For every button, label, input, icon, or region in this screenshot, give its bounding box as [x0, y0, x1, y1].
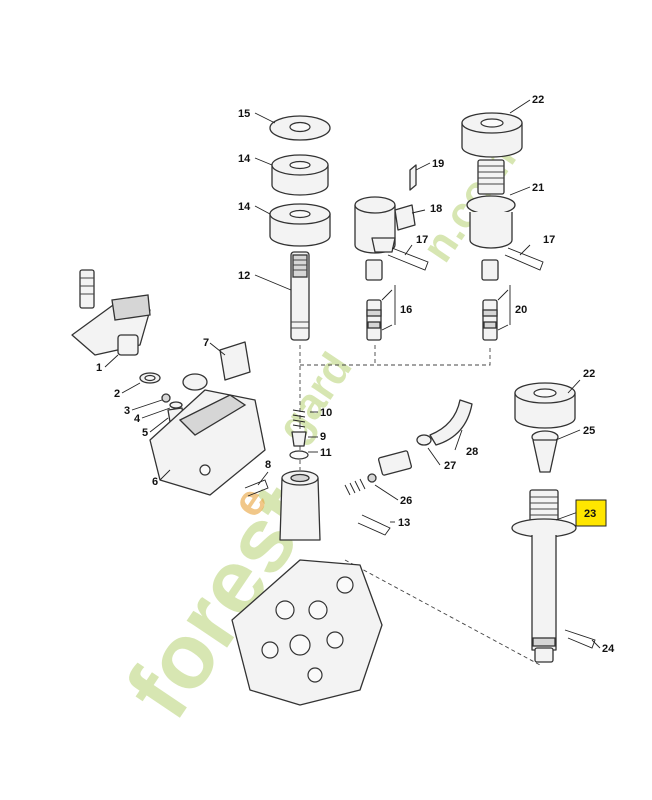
callout-9: 9: [320, 431, 326, 443]
callout-26: 26: [400, 495, 412, 507]
part-24-clip: [564, 629, 596, 649]
callout-5: 5: [142, 427, 148, 439]
callout-18: 18: [430, 203, 442, 215]
callout-20: 20: [515, 304, 527, 316]
part-17-clip-left: [387, 247, 429, 271]
callout-15: 15: [238, 108, 250, 120]
part-19-clip: [409, 164, 417, 191]
callout-2: 2: [114, 388, 120, 400]
callout-12: 12: [238, 270, 250, 282]
callout-8: 8: [265, 459, 271, 471]
part-14-seal-upper: [271, 154, 329, 196]
part-28-hose: [429, 399, 473, 446]
callout-17-left: 17: [416, 234, 428, 246]
part-26-check-valve: [344, 450, 413, 496]
part-13-clip: [357, 514, 391, 536]
callout-14-upper: 14: [238, 153, 251, 165]
callout-4: 4: [134, 413, 141, 425]
leader-lines: [104, 99, 601, 649]
part-7-clip: [219, 341, 251, 381]
part-20-valve: [481, 259, 499, 341]
callout-11: 11: [320, 447, 332, 459]
part-11-oring: [289, 450, 309, 460]
part-9-valve: [291, 431, 307, 447]
part-4-ring: [169, 401, 183, 409]
callout-19: 19: [432, 158, 444, 170]
part-22-cap-bottom: [514, 382, 576, 429]
callout-7: 7: [203, 337, 209, 349]
part-6-flange: [149, 373, 266, 496]
part-10-spring: [292, 409, 306, 428]
part-17-clip-right: [504, 247, 544, 271]
callout-27: 27: [444, 460, 456, 472]
part-12-piston: [290, 251, 310, 341]
watermark-text-2: gard: [268, 344, 362, 450]
highlight-box-23: [575, 499, 607, 527]
assembly-lines: [299, 345, 541, 666]
part-27-clamp: [416, 434, 432, 446]
part-23-pressure-tube: [511, 489, 577, 663]
pump-head: [231, 470, 383, 706]
callout-3: 3: [124, 405, 130, 417]
callout-17-right: 17: [543, 234, 555, 246]
callout-13: 13: [398, 517, 410, 529]
callout-labels: 1 2 3 4 5 6 7 8 9 10 11 12 13 14 14 15 1…: [96, 94, 615, 655]
callout-1: 1: [96, 362, 102, 374]
callout-25: 25: [583, 425, 595, 437]
part-1-swash-plate: [71, 269, 151, 356]
callout-10: 10: [320, 407, 332, 419]
callout-16: 16: [400, 304, 412, 316]
part-8-clip: [244, 479, 269, 497]
part-2-ring: [139, 372, 161, 384]
part-15-washer: [269, 115, 331, 141]
part-18-valve-housing: [354, 196, 416, 254]
part-21-valve-body: [466, 159, 516, 249]
callout-23: 23: [584, 508, 596, 520]
part-16-valve: [365, 259, 383, 341]
callout-28: 28: [466, 446, 478, 458]
part-3-ball: [161, 393, 171, 403]
callout-14-lower: 14: [238, 201, 251, 213]
callout-24: 24: [602, 643, 615, 655]
part-22-cap-top: [461, 112, 523, 158]
callout-21: 21: [532, 182, 544, 194]
part-25-valve-insert: [531, 430, 559, 473]
callout-6: 6: [152, 476, 158, 488]
callout-22-top: 22: [532, 94, 544, 106]
callout-22-bottom: 22: [583, 368, 595, 380]
part-14-seal-lower: [269, 203, 331, 247]
